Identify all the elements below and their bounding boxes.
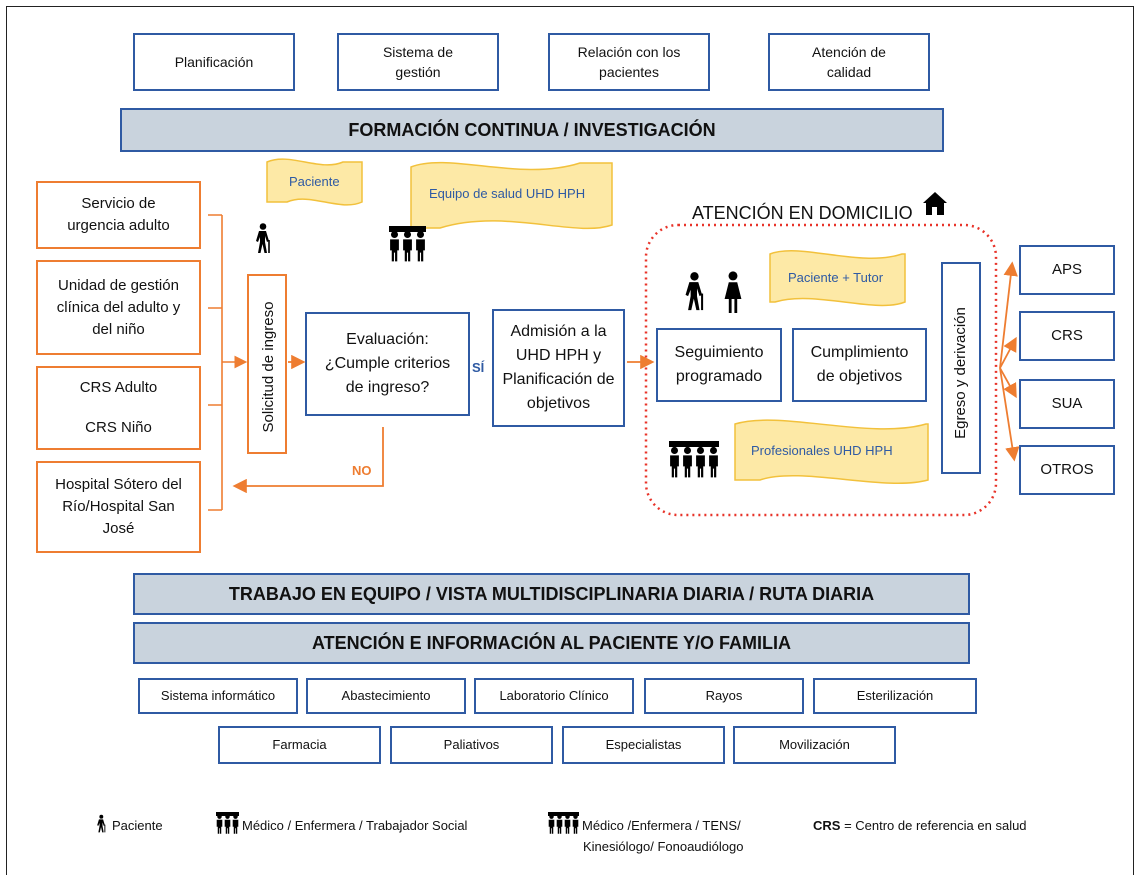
cumplimiento-label: Cumplimiento de objetivos xyxy=(810,344,909,385)
evaluacion-box: Evaluación: ¿Cumple criterios de ingreso… xyxy=(305,312,470,416)
no-label: NO xyxy=(352,463,372,478)
top-box-label: Atención de calidad xyxy=(812,44,886,80)
top-box-atencion-calidad: Atención de calidad xyxy=(768,33,930,91)
top-box-label: Sistema de gestión xyxy=(382,44,454,80)
dest-label: SUA xyxy=(1051,395,1083,412)
service-label: Abastecimiento xyxy=(341,688,431,703)
legend-crs-def: = Centro de referencia en salud xyxy=(840,818,1027,833)
service-box: Abastecimiento xyxy=(306,678,466,714)
legend-equipo2-line1: Médico /Enfermera / TENS/ xyxy=(582,818,741,833)
dest-label: CRS xyxy=(1051,327,1083,344)
arrow-egreso-otros xyxy=(999,367,1020,462)
flag-equipo-label: Equipo de salud UHD HPH xyxy=(429,186,586,201)
dest-box-aps: APS xyxy=(1019,245,1115,295)
dest-box-crs: CRS xyxy=(1019,311,1115,361)
seguimiento-label: Seguimiento programado xyxy=(674,344,764,385)
arrow-egreso-crs xyxy=(999,336,1017,369)
diagram-frame xyxy=(6,6,1134,875)
domicilio-title: ATENCIÓN EN DOMICILIO xyxy=(692,203,913,223)
service-box: Rayos xyxy=(644,678,804,714)
source-box-urgencia: Servicio de urgencia adulto xyxy=(36,181,201,249)
source-box-unidad-gestion: Unidad de gestión clínica del adulto y d… xyxy=(36,260,201,355)
atencion-bar: ATENCIÓN E INFORMACIÓN AL PACIENTE Y/O F… xyxy=(133,622,970,664)
service-box: Paliativos xyxy=(390,726,553,764)
legend-team-four-icon xyxy=(548,812,579,834)
service-box: Esterilización xyxy=(813,678,977,714)
flag-paciente-tutor xyxy=(769,250,906,307)
legend-team-three-icon xyxy=(216,812,239,834)
elderly-and-woman-icon xyxy=(684,271,742,313)
source-box-hospital: Hospital Sótero del Río/Hospital San Jos… xyxy=(36,461,201,553)
source-label: Unidad de gestión clínica del adulto y d… xyxy=(56,276,181,338)
legend-paciente-icon xyxy=(96,814,106,833)
legend-paciente: Paciente xyxy=(112,818,163,833)
source-label-crs-adulto: CRS Adulto xyxy=(79,379,158,396)
source-label-crs-nino: CRS Niño xyxy=(85,419,152,436)
si-label: SÍ xyxy=(472,360,485,375)
legend-crs: CRS = Centro de referencia en salud xyxy=(813,818,1027,833)
elderly-person-icon xyxy=(255,222,270,254)
service-label: Movilización xyxy=(779,737,850,752)
dest-label: APS xyxy=(1051,261,1082,278)
admision-box: Admisión a la UHD HPH y Planificación de… xyxy=(492,309,625,427)
evaluacion-label: Evaluación: ¿Cumple criterios de ingreso… xyxy=(324,331,451,396)
legend-crs-abbr: CRS xyxy=(813,818,841,833)
flag-paciente-label: Paciente xyxy=(289,174,340,189)
service-label: Especialistas xyxy=(605,737,682,752)
service-box: Farmacia xyxy=(218,726,381,764)
service-label: Laboratorio Clínico xyxy=(499,688,609,703)
sources-bracket xyxy=(208,214,248,511)
dest-box-sua: SUA xyxy=(1019,379,1115,429)
team-of-four-icon xyxy=(669,441,719,478)
flag-paciente xyxy=(266,158,363,206)
admision-label: Admisión a la UHD HPH y Planificación de… xyxy=(502,323,615,412)
arrow-egreso-aps xyxy=(999,261,1018,369)
service-label: Esterilización xyxy=(856,688,934,703)
arrow-no-return xyxy=(232,427,384,494)
solicitud-box: Solicitud de ingreso xyxy=(247,274,287,454)
formacion-bar: FORMACIÓN CONTINUA / INVESTIGACIÓN xyxy=(120,108,944,152)
team-of-three-icon xyxy=(389,226,426,262)
flag-profesionales xyxy=(734,419,929,484)
top-box-label: Planificación xyxy=(174,54,254,70)
legend-equipo1: Médico / Enfermera / Trabajador Social xyxy=(242,818,468,833)
service-box: Sistema informático xyxy=(138,678,298,714)
arrow-egreso-sua xyxy=(999,367,1017,399)
top-box-label: Relación con los pacientes xyxy=(577,44,681,80)
seguimiento-box: Seguimiento programado xyxy=(656,328,782,402)
service-box: Movilización xyxy=(733,726,896,764)
house-icon xyxy=(923,192,947,215)
service-box: Especialistas xyxy=(562,726,725,764)
flag-paciente-tutor-label: Paciente + Tutor xyxy=(788,270,884,285)
atencion-bar-label: ATENCIÓN E INFORMACIÓN AL PACIENTE Y/O F… xyxy=(311,632,791,653)
dest-box-otros: OTROS xyxy=(1019,445,1115,495)
egreso-box: Egreso y derivación xyxy=(941,262,981,474)
flag-profesionales-label: Profesionales UHD HPH xyxy=(751,443,893,458)
service-label: Paliativos xyxy=(443,737,500,752)
service-label: Sistema informático xyxy=(160,688,276,703)
service-label: Farmacia xyxy=(272,737,327,752)
flag-equipo xyxy=(410,161,613,230)
top-box-sistema: Sistema de gestión xyxy=(337,33,499,91)
source-label: Servicio de urgencia adulto xyxy=(67,195,170,234)
source-box-crs: CRS Adulto CRS Niño xyxy=(36,366,201,450)
dest-label: OTROS xyxy=(1040,461,1094,478)
legend-equipo2-line2: Kinesiólogo/ Fonoaudiólogo xyxy=(583,839,744,854)
top-box-relacion: Relación con los pacientes xyxy=(548,33,710,91)
formacion-bar-label: FORMACIÓN CONTINUA / INVESTIGACIÓN xyxy=(348,119,716,140)
trabajo-bar: TRABAJO EN EQUIPO / VISTA MULTIDISCIPLIN… xyxy=(133,573,970,615)
cumplimiento-box: Cumplimiento de objetivos xyxy=(792,328,927,402)
trabajo-bar-label: TRABAJO EN EQUIPO / VISTA MULTIDISCIPLIN… xyxy=(228,583,875,604)
service-label: Rayos xyxy=(705,688,743,703)
service-box: Laboratorio Clínico xyxy=(474,678,634,714)
top-box-planificacion: Planificación xyxy=(133,33,295,91)
source-label: Hospital Sótero del Río/Hospital San Jos… xyxy=(55,476,182,537)
